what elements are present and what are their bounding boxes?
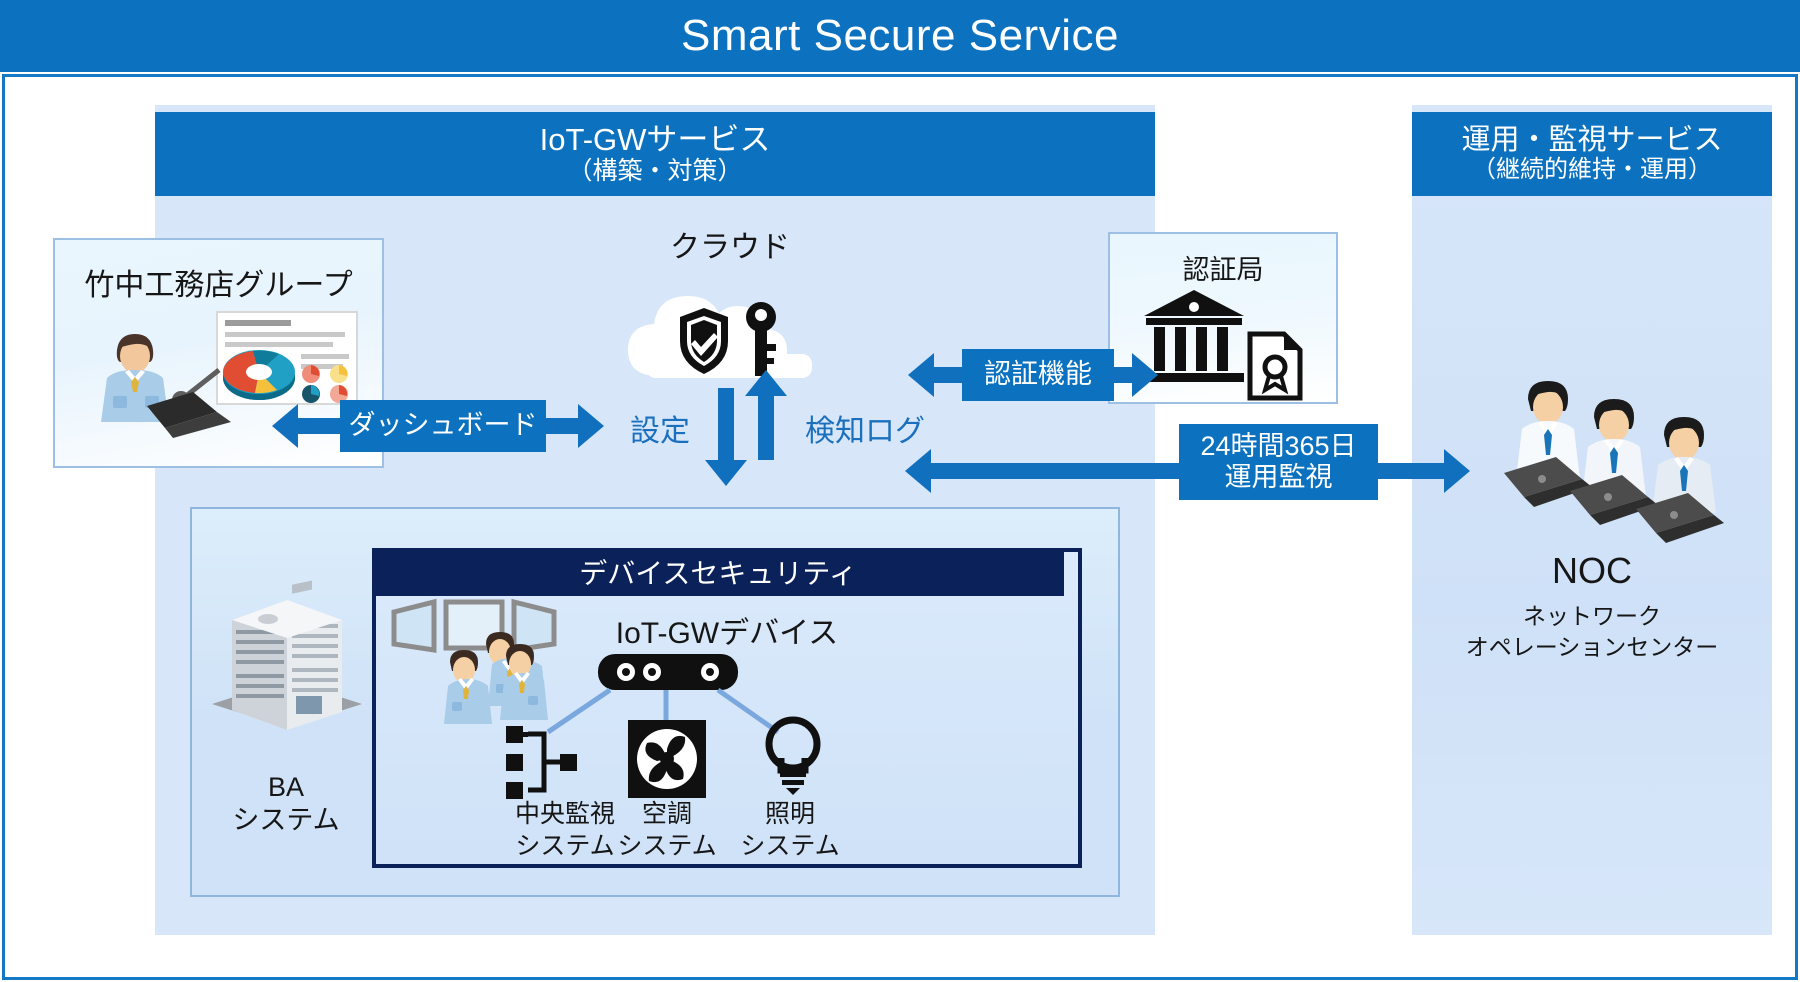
ba-system-label-line1: BA: [267, 772, 305, 802]
cloud-shield-key-icon: [618, 272, 840, 384]
auth-function-chip: 認証機能: [962, 349, 1114, 401]
dashboard-arrow-left: [272, 404, 298, 448]
operation-monitoring-header: 運用・監視サービス （継続的維持・運用）: [1412, 112, 1772, 196]
iot-gw-service-subtitle: （構築・対策）: [567, 157, 743, 186]
operation-monitoring-subtitle: （継続的維持・運用）: [1472, 155, 1712, 183]
cloud-label: クラウド: [670, 231, 790, 264]
takenaka-group-label: 竹中工務店グループ: [84, 269, 353, 302]
monitoring-chip: 24時間365日 運用監視: [1179, 424, 1378, 500]
detection-log-arrow-up: [745, 370, 787, 396]
detection-log-arrow-shaft: [758, 396, 774, 460]
system-1-label-line2: システム: [617, 832, 717, 860]
auth-function-label: 認証機能: [984, 359, 1092, 390]
iot-gw-service-title: IoT-GWサービス: [539, 121, 771, 157]
auth-arrow-shaft-left: [934, 367, 968, 383]
monitoring-arrow-left: [905, 449, 931, 493]
monitoring-arrow-shaft-left: [931, 463, 1181, 479]
page-title: Smart Secure Service: [0, 0, 1800, 72]
iot-gw-device-title: IoT-GWデバイス: [615, 617, 839, 650]
system-2-label-line2: システム: [740, 832, 840, 860]
monitoring-label-line2: 運用監視: [1224, 462, 1333, 492]
noc-label: NOC: [1552, 550, 1632, 591]
monitoring-arrow-right: [1444, 449, 1470, 493]
dashboard-arrow-right: [578, 404, 604, 448]
device-security-title: デバイスセキュリティ: [579, 558, 857, 589]
monitoring-arrow-shaft-right: [1376, 463, 1448, 479]
settings-arrow-shaft: [718, 388, 734, 460]
system-1-label-line1: 空調: [641, 800, 692, 828]
dashboard-label: ダッシュボード: [348, 410, 538, 441]
iot-gw-service-header: IoT-GWサービス （構築・対策）: [155, 112, 1155, 196]
noc-sublabel-line1: ネットワーク: [1523, 603, 1661, 629]
operation-monitoring-title: 運用・監視サービス: [1461, 124, 1723, 157]
auth-arrow-shaft-right: [1110, 367, 1136, 383]
ba-system-label-line2: システム: [232, 805, 340, 835]
monitoring-label-line1: 24時間365日: [1200, 430, 1357, 461]
detection-log-label: 検知ログ: [805, 415, 925, 448]
settings-label: 設定: [630, 415, 690, 448]
auth-arrow-left: [908, 353, 934, 397]
auth-arrow-right: [1132, 353, 1158, 397]
device-security-header: デバイスセキュリティ: [372, 548, 1064, 596]
dashboard-arrow-shaft-left: [298, 418, 348, 434]
certificate-authority-label: 認証局: [1182, 255, 1264, 285]
system-2-label-line1: 照明: [764, 800, 815, 828]
system-0-label-line1: 中央監視: [514, 800, 615, 828]
dashboard-chip: ダッシュボード: [340, 400, 546, 452]
dashboard-arrow-shaft-right: [546, 418, 580, 434]
system-0-label-line2: システム: [515, 832, 615, 860]
noc-sublabel-line2: オペレーションセンター: [1465, 634, 1719, 660]
settings-arrow-down: [705, 460, 747, 486]
